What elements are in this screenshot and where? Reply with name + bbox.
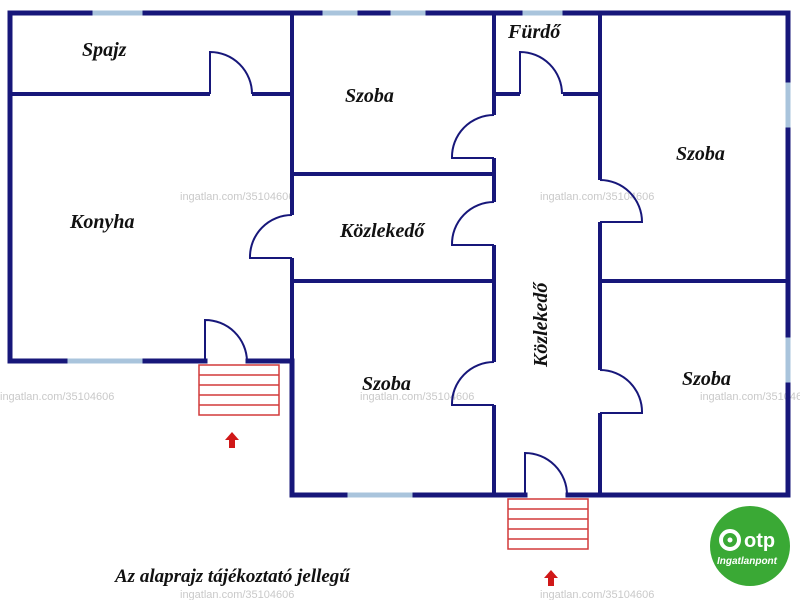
- door-szoba-right-bottom: [599, 369, 644, 414]
- disclaimer-note: Az alaprajz tájékoztató jellegű: [114, 566, 351, 587]
- door-kozlekedo: [450, 201, 495, 246]
- door-szoba-top: [450, 114, 495, 159]
- doors: [204, 50, 644, 496]
- door-szoba-right-top: [599, 179, 644, 223]
- otp-logo: otp Ingatlanpont: [710, 506, 790, 586]
- windows: [65, 10, 791, 498]
- interior-walls: [10, 13, 788, 495]
- logo-ring-icon: [719, 529, 741, 551]
- door-szoba-bottom: [450, 361, 495, 406]
- room-label-szoba: Szoba: [676, 143, 725, 165]
- room-label-kozlekedo-vertical: Közlekedő: [530, 281, 552, 368]
- logo-sub: Ingatlanpont: [717, 556, 778, 567]
- watermark-text: ingatlan.com/35104606: [180, 191, 294, 203]
- watermark-text: ingatlan.com/35104606: [180, 589, 294, 600]
- door-main-entry: [524, 451, 568, 496]
- exterior-walls: [7, 10, 791, 498]
- room-label-szoba: Szoba: [345, 85, 394, 107]
- stairs-main: [507, 498, 589, 550]
- room-label-szoba: Szoba: [362, 373, 411, 395]
- entry-arrow-icon: [225, 432, 239, 448]
- watermark-text: ingatlan.com/35104606: [700, 391, 800, 403]
- stairs-kitchen: [198, 364, 280, 416]
- room-label-kozlekedo: Közlekedő: [339, 220, 426, 242]
- watermark-text: ingatlan.com/35104606: [0, 391, 114, 403]
- watermark-text: ingatlan.com/35104606: [360, 391, 474, 403]
- room-label-szoba: Szoba: [682, 368, 731, 390]
- room-label-konyha: Konyha: [69, 211, 134, 233]
- door-kitchen-entry: [204, 318, 248, 362]
- entry-arrow-icon: [544, 570, 558, 586]
- logo-badge: [710, 506, 790, 586]
- door-konyha: [248, 214, 293, 259]
- watermarks: ingatlan.com/35104606 ingatlan.com/35104…: [0, 191, 800, 600]
- room-label-furdo: Fürdő: [507, 21, 562, 43]
- door-spajz: [209, 50, 253, 95]
- room-label-spajz: Spajz: [82, 39, 127, 61]
- watermark-text: ingatlan.com/35104606: [540, 191, 654, 203]
- door-furdo: [519, 50, 563, 95]
- logo-brand: otp: [744, 530, 775, 552]
- watermark-text: ingatlan.com/35104606: [540, 589, 654, 600]
